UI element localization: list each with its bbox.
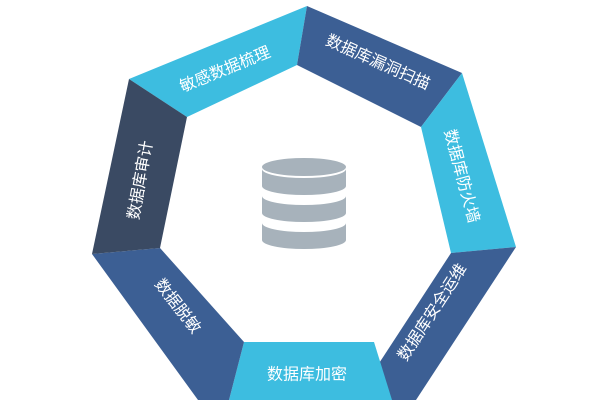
segment-audit — [92, 79, 187, 254]
database-icon — [262, 158, 346, 249]
segment-secure-ops — [355, 247, 516, 400]
segment-vuln-scan — [297, 6, 462, 127]
segment-firewall — [421, 73, 516, 253]
segment-masking — [92, 248, 244, 400]
label-encryption: 数据库加密 — [267, 365, 347, 384]
segment-encryption — [229, 342, 392, 400]
segment-sensitive-data — [129, 6, 307, 117]
